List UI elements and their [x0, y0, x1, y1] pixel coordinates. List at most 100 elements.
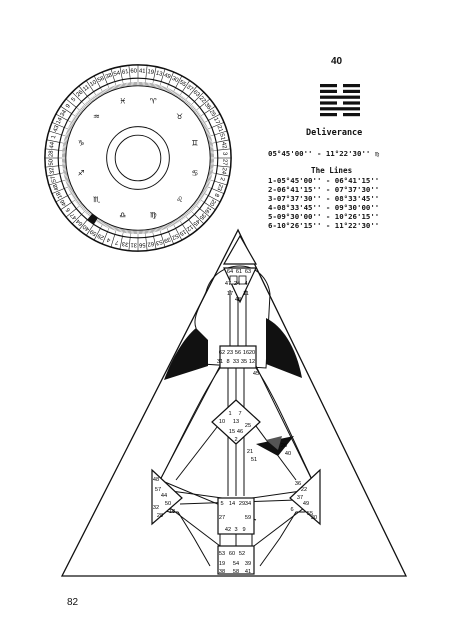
bodygraph-gate-label: 46 [237, 429, 243, 435]
wheel-gate-label: 5 [71, 96, 78, 103]
wheel-gate-label: 15 [177, 228, 186, 237]
wheel-gate-label: 40 [82, 223, 91, 232]
bodygraph-gate-label: 52 [239, 551, 245, 557]
lines-list: 1-05°45'00'' - 06°41'15'' 2-06°41'15'' -… [268, 176, 379, 231]
hexagram-broken-line [343, 101, 360, 105]
wheel-gate-label: 39 [163, 235, 171, 243]
wheel-gate-label: 14 [56, 116, 65, 125]
bodygraph-gate-label: 35 [241, 359, 247, 365]
highlighted-gate-marker [87, 213, 98, 225]
bodygraph-gate-label: 33 [233, 359, 239, 365]
bodygraph-gate-label: 63 [245, 269, 251, 275]
bodygraph-gate-label: 22 [301, 487, 307, 493]
solar-plexus-center [289, 468, 321, 526]
wheel-gate-label: 29 [97, 232, 105, 240]
wheel-gate-label: 30 [171, 76, 180, 85]
bodygraph-gate-label: 60 [229, 551, 235, 557]
bodygraph-gate-label: 39 [245, 561, 251, 567]
bodygraph-gate-label: 9 [242, 527, 245, 533]
bodygraph-gate-label: 11 [243, 291, 249, 297]
wheel-gate-label: 12 [185, 223, 194, 232]
wheel-gate-label: 8 [212, 192, 219, 198]
line-item: 2-06°41'15'' - 07°37'30'' [268, 185, 380, 195]
wheel-gate-label: 43 [53, 124, 61, 133]
bodygraph-gate-label: 41 [245, 569, 251, 575]
wheel-gate-label: 48 [52, 182, 60, 191]
bodygraph-gate-label: 58 [233, 569, 239, 575]
bodygraph-gate-label: 17 [227, 291, 233, 297]
wheel-gate-label: 57 [50, 175, 57, 183]
wheel-gate-label: 62 [147, 240, 154, 247]
hexagram-broken-line [320, 84, 337, 88]
wheel-gate-label: 20 [208, 198, 217, 207]
wheel-core-circle [114, 134, 162, 182]
wheel-gate-label: 7 [115, 239, 120, 246]
wheel-gate-label: 3 [221, 152, 227, 156]
wheel-gate-label: 23 [215, 183, 223, 192]
bodygraph-gate-label: 36 [295, 481, 301, 487]
right-shoulder [266, 318, 302, 378]
wheel-gate-label: 55 [178, 80, 187, 89]
bodygraph-gate-label: 42 [225, 527, 231, 533]
wheel-gate-label: 24 [220, 167, 227, 175]
hexagram-icon [320, 84, 360, 117]
bodygraph-gate-label: 21 [247, 449, 253, 455]
zodiac-sign-icon: ♐ [78, 169, 85, 178]
bodygraph-gate-label: 55 [307, 511, 313, 517]
bodygraph-gate-label: 5 [220, 501, 223, 507]
wheel-gate-label: 31 [130, 241, 137, 247]
bodygraph-gate-label: 27 [219, 515, 225, 521]
line-item: 1-05°45'00'' - 06°41'15'' [268, 176, 380, 185]
wheel-gate-label: 50 [48, 158, 54, 166]
left-shoulder [164, 328, 208, 380]
bodygraph-gate-label: 43 [235, 297, 241, 303]
wheel-gate-label: 52 [171, 232, 179, 240]
bodygraph-gate-label: 50 [165, 501, 171, 507]
bodygraph-gate-label: 56 [235, 350, 241, 356]
bodygraph-gate-label: 57 [155, 487, 161, 493]
bodygraph-gate-label: 20 [249, 350, 255, 356]
wheel-gate-label: 26 [76, 89, 85, 98]
bodygraph-gate-label: 16 [243, 350, 249, 356]
wheel-gate-label: 61 [122, 69, 129, 76]
wheel-gate-label: 60 [130, 68, 138, 74]
throat-center [219, 345, 257, 369]
bodygraph-gate-label: 61 [236, 269, 242, 275]
bodygraph-gate-label: 38 [219, 569, 225, 575]
bodygraph-gate-label: 2 [234, 437, 237, 443]
bodygraph-gate-label: 47 [225, 281, 231, 287]
line-item: 5-09°30'00'' - 10°26'15'' [268, 212, 380, 222]
bodygraph-gate-label: 3 [234, 527, 237, 533]
wheel-gate-label: 32 [49, 167, 56, 174]
bodygraph-gate-label: 62 [219, 350, 225, 356]
bodygraph-gate-label: 30 [311, 515, 317, 521]
zodiac-sign-icon: ♉ [176, 112, 183, 121]
wheel-gate-label: 1 [51, 135, 58, 140]
wheel-gate-label: 6 [65, 206, 72, 213]
virgo-icon: ♍ [374, 149, 380, 158]
wheel-gate-label: 35 [197, 212, 206, 221]
zodiac-sign-icon: ♓ [119, 97, 126, 106]
bodygraph-gate-label: 26 [281, 443, 287, 449]
degree-range-text: 05°45'00'' - 11°22'30'' [268, 149, 371, 158]
zodiac-sign-icon: ♍ [150, 210, 157, 219]
gate-number: 40 [331, 56, 343, 67]
wheel-tick-ring [65, 85, 211, 231]
bodygraph-gate-label: 37 [297, 495, 303, 501]
bodygraph-gate-label: 23 [227, 350, 233, 356]
bodygraph-gate-label: 31 [217, 359, 223, 365]
wheel-gate-label: 41 [139, 68, 146, 74]
wheel-gate-label: 11 [82, 84, 90, 92]
wheel-gate-label: 19 [147, 69, 154, 76]
hexagram-broken-line [320, 89, 337, 93]
hexagram-solid-line [320, 95, 360, 99]
bodygraph-gate-label: 44 [161, 493, 167, 499]
bodygraph-gate-label: 64 [227, 269, 233, 275]
wheel-gate-label: 47 [70, 212, 79, 221]
wheel-gate-label: 44 [49, 141, 56, 149]
bodygraph-gate-label: 13 [233, 419, 239, 425]
bodygraph-gate-label: 24 [234, 281, 240, 287]
zodiac-sign-icon: ♈ [150, 97, 157, 106]
